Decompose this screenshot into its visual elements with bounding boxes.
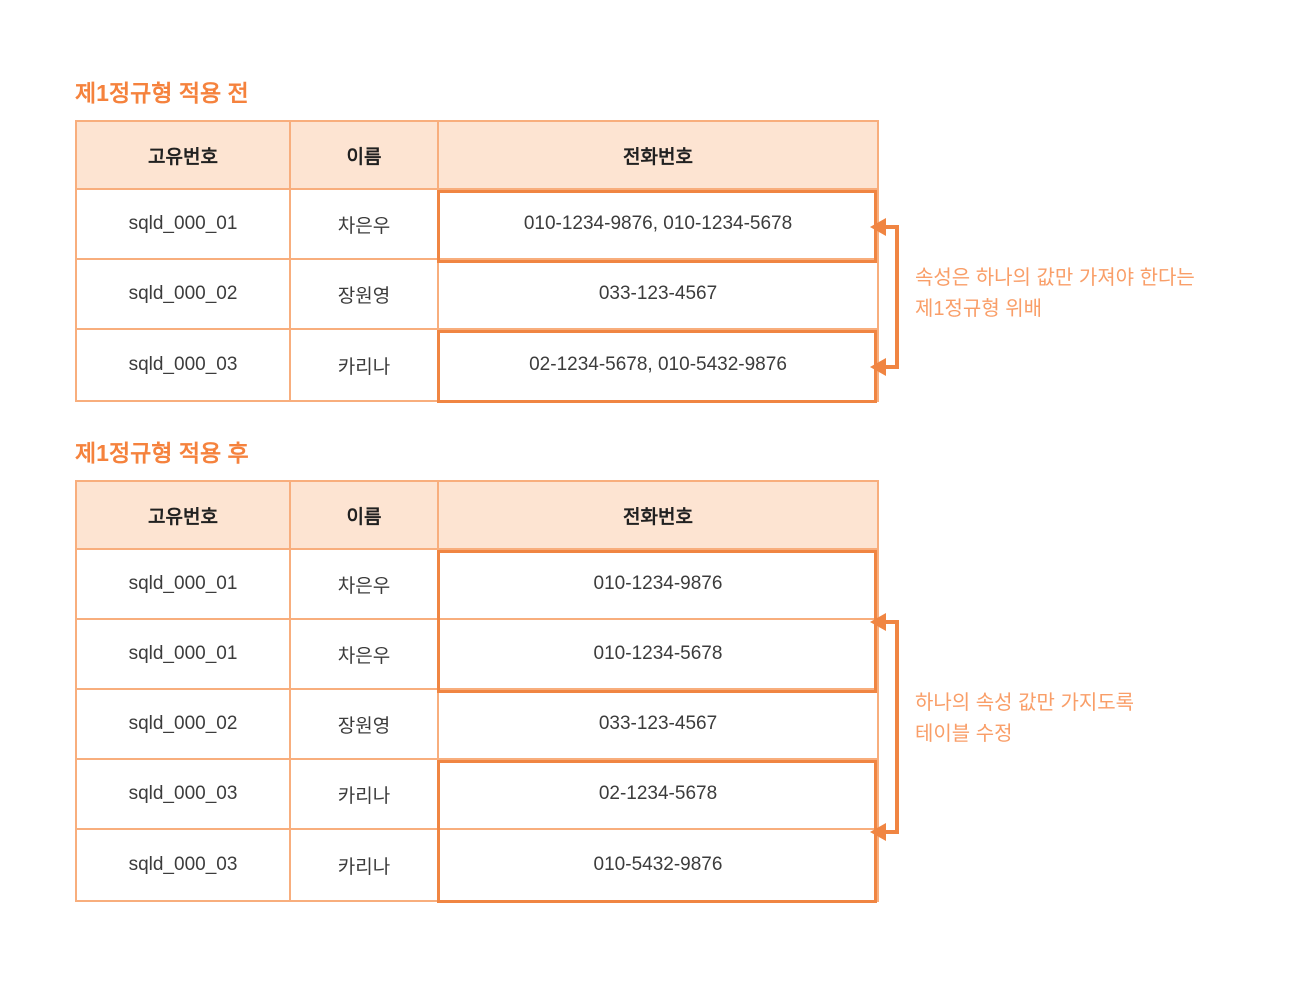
violation-annotation: 속성은 하나의 값만 가져야 한다는 제1정규형 위배 (915, 263, 1195, 325)
column-header-name: 이름 (291, 482, 439, 550)
cell-phone: 02-1234-5678 (439, 760, 877, 830)
cell-phone: 010-5432-9876 (593, 854, 723, 875)
cell-name: 카리나 (291, 760, 439, 830)
column-header-unique-id: 고유번호 (77, 482, 291, 550)
column-header-unique-id: 고유번호 (77, 122, 291, 190)
cell-unique-id: sqld_000_02 (77, 690, 291, 760)
fix-annotation-line2: 테이블 수정 (915, 723, 1013, 745)
cell-name: 차은우 (291, 550, 439, 620)
cell-name: 장원영 (291, 690, 439, 760)
violation-bracket-arrow (881, 225, 899, 369)
cell-name: 카리나 (291, 830, 439, 900)
cell-phone: 033-123-4567 (439, 260, 877, 330)
cell-unique-id: sqld_000_01 (77, 550, 291, 620)
column-header-phone: 전화번호 (439, 482, 877, 550)
cell-unique-id: sqld_000_02 (77, 260, 291, 330)
cell-unique-id: sqld_000_01 (77, 190, 291, 260)
violation-annotation-line1: 속성은 하나의 값만 가져야 한다는 (915, 267, 1195, 289)
section-title-after-1nf: 제1정규형 적용 후 (75, 440, 249, 466)
cell-unique-id: sqld_000_03 (77, 760, 291, 830)
fix-bracket-arrow (881, 620, 899, 834)
table-after-1nf: 고유번호 이름 전화번호 sqld_000_01 차은우 010-1234-98… (75, 480, 879, 902)
violation-annotation-line2: 제1정규형 위배 (915, 298, 1043, 320)
cell-unique-id: sqld_000_03 (77, 330, 291, 400)
column-header-name: 이름 (291, 122, 439, 190)
cell-name: 카리나 (291, 330, 439, 400)
cell-name: 차은우 (291, 190, 439, 260)
cell-name: 장원영 (291, 260, 439, 330)
cell-phone: 010-1234-5678 (439, 620, 877, 690)
cell-phone: 02-1234-5678, 010-5432-9876 (529, 354, 787, 375)
cell-name: 차은우 (291, 620, 439, 690)
cell-phone: 010-1234-9876, 010-1234-5678 (439, 190, 877, 260)
cell-unique-id: sqld_000_01 (77, 620, 291, 690)
column-header-phone: 전화번호 (439, 122, 877, 190)
cell-phone: 010-1234-9876 (439, 550, 877, 620)
fix-annotation-line1: 하나의 속성 값만 가지도록 (915, 692, 1135, 714)
table-before-1nf: 고유번호 이름 전화번호 sqld_000_01 차은우 010-1234-98… (75, 120, 879, 402)
section-title-before-1nf: 제1정규형 적용 전 (75, 80, 249, 106)
cell-phone: 033-123-4567 (439, 690, 877, 760)
fix-annotation: 하나의 속성 값만 가지도록 테이블 수정 (915, 688, 1134, 750)
cell-unique-id: sqld_000_03 (77, 830, 291, 900)
